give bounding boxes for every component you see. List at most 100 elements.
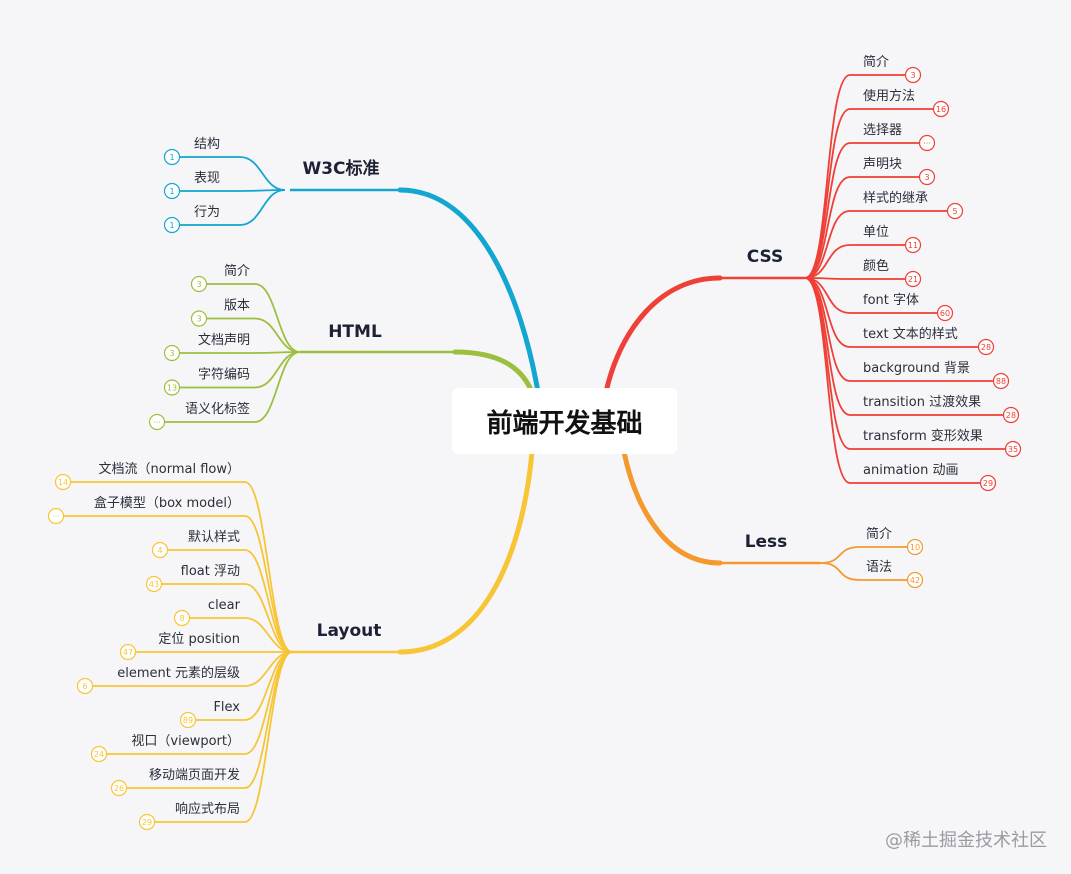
count-badge[interactable] — [918, 168, 936, 186]
child-label: 表现 — [194, 171, 220, 186]
count-badge[interactable] — [173, 609, 191, 627]
count-badge[interactable] — [977, 338, 995, 356]
count-badge[interactable] — [904, 66, 922, 84]
count-badge[interactable] — [90, 745, 108, 763]
count-badge-value: 88 — [996, 377, 1006, 386]
count-badge[interactable] — [163, 216, 181, 234]
count-badge[interactable] — [906, 571, 924, 589]
child-connector — [180, 189, 286, 192]
branch-label-layout[interactable]: Layout — [317, 621, 382, 641]
count-badge[interactable] — [906, 538, 924, 556]
count-badge-value: 24 — [94, 750, 104, 759]
count-badge[interactable] — [47, 507, 65, 525]
child-connector — [180, 189, 286, 226]
count-badge[interactable] — [992, 372, 1010, 390]
count-badge[interactable] — [148, 413, 166, 431]
child-connector — [162, 583, 293, 653]
count-badge[interactable] — [163, 379, 181, 396]
child-node[interactable]: 盒子模型（box model）··· — [47, 495, 293, 653]
branch-connector — [621, 449, 723, 566]
child-label: 默认样式 — [188, 529, 240, 545]
count-badge[interactable] — [151, 541, 169, 559]
child-connector — [804, 142, 919, 279]
child-label: 文档声明 — [198, 333, 250, 348]
child-node[interactable]: 文档流（normal flow）14 — [54, 462, 293, 653]
count-badge-value: 47 — [123, 648, 133, 657]
count-badge[interactable] — [145, 575, 163, 593]
count-badge[interactable] — [163, 148, 181, 166]
count-badge[interactable] — [190, 310, 208, 327]
branch-connector — [397, 449, 535, 655]
count-badge-value: 26 — [114, 784, 124, 793]
count-badge[interactable] — [932, 100, 950, 118]
child-connector — [804, 176, 919, 279]
child-node[interactable]: 语义化标签··· — [148, 351, 301, 431]
branch-label-css[interactable]: CSS — [747, 247, 784, 267]
count-badge-value: 43 — [149, 580, 159, 589]
child-node[interactable]: 行为 1 — [163, 189, 286, 234]
count-badge[interactable] — [179, 711, 197, 729]
child-connector — [93, 651, 293, 687]
count-badge[interactable] — [936, 304, 954, 322]
count-badge-value: 5 — [952, 207, 957, 216]
count-badge[interactable] — [1002, 406, 1020, 424]
count-badge[interactable] — [163, 344, 181, 362]
count-badge[interactable] — [946, 202, 964, 220]
count-badge[interactable] — [54, 473, 72, 491]
count-badge-value: 3 — [169, 349, 174, 358]
child-connector — [207, 283, 301, 353]
branch-label-less[interactable]: Less — [745, 532, 788, 552]
count-badge[interactable] — [163, 182, 181, 200]
child-node[interactable]: 默认样式 4 — [151, 529, 293, 653]
count-badge[interactable] — [110, 779, 128, 797]
child-node[interactable]: 文档声明 3 — [163, 333, 301, 362]
child-node[interactable]: 结构1 — [163, 137, 286, 191]
count-badge[interactable] — [979, 474, 997, 492]
count-badge[interactable] — [904, 236, 922, 254]
child-label: 行为 — [194, 205, 220, 220]
count-badge[interactable] — [190, 275, 208, 293]
branch-css: CSS简介3使用方法16选择器···声明块3样式的继承5单位11颜色21font… — [603, 54, 1022, 492]
child-node[interactable]: 简介3 — [190, 263, 301, 353]
child-node[interactable]: 版本3 — [190, 299, 301, 353]
count-badge[interactable] — [138, 813, 156, 831]
count-badge-value: 3 — [196, 315, 201, 324]
count-badge-value: 4 — [157, 546, 162, 555]
child-label: 语义化标签 — [185, 401, 250, 417]
child-node[interactable]: 选择器··· — [804, 123, 936, 279]
count-badge[interactable] — [1004, 440, 1022, 458]
count-badge[interactable] — [76, 677, 94, 695]
count-badge-value: 1 — [169, 221, 174, 230]
count-badge[interactable] — [904, 270, 922, 288]
child-label: animation 动画 — [863, 463, 958, 478]
count-badge-value: 11 — [908, 241, 918, 250]
root-node[interactable]: 前端开发基础 — [452, 388, 677, 454]
count-badge[interactable] — [119, 643, 137, 661]
count-badge[interactable] — [918, 134, 936, 152]
branch-label-html[interactable]: HTML — [328, 322, 382, 342]
child-node[interactable]: 表现1 — [163, 171, 286, 200]
child-connector — [819, 546, 907, 564]
branch-label-w3c[interactable]: W3C标准 — [302, 158, 379, 179]
child-node[interactable]: 视口（viewport）24 — [90, 651, 293, 763]
count-badge-value: 1 — [169, 153, 174, 162]
